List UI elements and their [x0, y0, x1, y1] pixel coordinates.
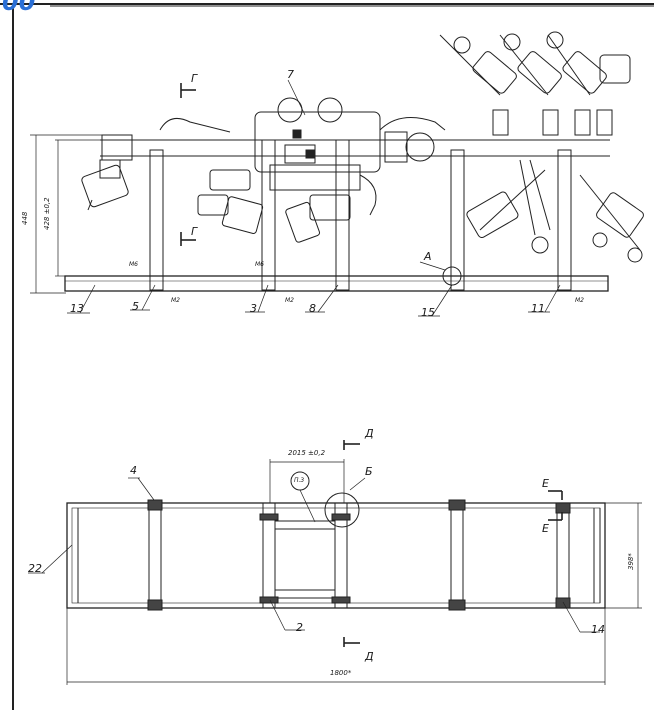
- leader-15: 15: [421, 306, 435, 319]
- drawing-frame: [0, 3, 654, 710]
- main-pipe: [100, 131, 610, 163]
- dim-top: 2015 ±0,2: [288, 449, 326, 457]
- leader-13: 13: [70, 302, 84, 315]
- plan-view: [28, 440, 642, 685]
- dim-right: 398*: [627, 553, 635, 570]
- note-m2-3: М2: [575, 297, 584, 304]
- section-label-top-1: Г: [191, 72, 198, 85]
- height-dim-outer: 448: [21, 211, 29, 225]
- note-m6-2: М6: [255, 261, 264, 268]
- circle-note-label: П.3: [294, 477, 305, 484]
- leader-22: 22: [28, 562, 42, 575]
- side-label-2: Е: [542, 522, 549, 535]
- note-m2-1: М2: [171, 297, 180, 304]
- leader-11: 11: [531, 302, 545, 315]
- section-marker-plan-1: [343, 440, 360, 450]
- central-block: [197, 97, 381, 243]
- height-dim-inner: 428 ±0,2: [43, 197, 51, 230]
- right-valve-cluster: [439, 31, 644, 263]
- corner-logo: 00: [2, 0, 36, 16]
- callout-7-label: 7: [287, 68, 294, 81]
- section-marker-top-2: [180, 232, 196, 246]
- dim-bottom: 1800*: [330, 669, 352, 677]
- section-label-top-2: Г: [191, 225, 198, 238]
- left-regulator: [81, 117, 446, 211]
- section-marker-top-1: [180, 83, 196, 98]
- note-m2-2: М2: [285, 297, 294, 304]
- elevation-view: [30, 31, 644, 317]
- leader-5: 5: [132, 300, 139, 313]
- leader-14: 14: [591, 623, 605, 636]
- section-marker-plan-2: [343, 637, 360, 647]
- leader-3: 3: [250, 302, 257, 315]
- side-label-1: Е: [542, 477, 549, 490]
- section-label-plan-2: Д: [365, 650, 374, 663]
- note-m6-1: М6: [129, 261, 138, 268]
- leader-8: 8: [309, 302, 316, 315]
- leader-4: 4: [130, 464, 137, 477]
- section-label-plan-1: Д: [365, 427, 374, 440]
- callout-B-circle: [324, 492, 360, 528]
- section-marker-side: [548, 490, 563, 521]
- height-dimension: [30, 134, 130, 294]
- callout-B-label: Б: [365, 465, 373, 478]
- plan-cross-members: [147, 499, 571, 611]
- top-leaders: [67, 79, 561, 317]
- callout-A-label: А: [424, 250, 432, 263]
- plan-dimensions: [28, 459, 642, 685]
- leader-2: 2: [296, 621, 303, 634]
